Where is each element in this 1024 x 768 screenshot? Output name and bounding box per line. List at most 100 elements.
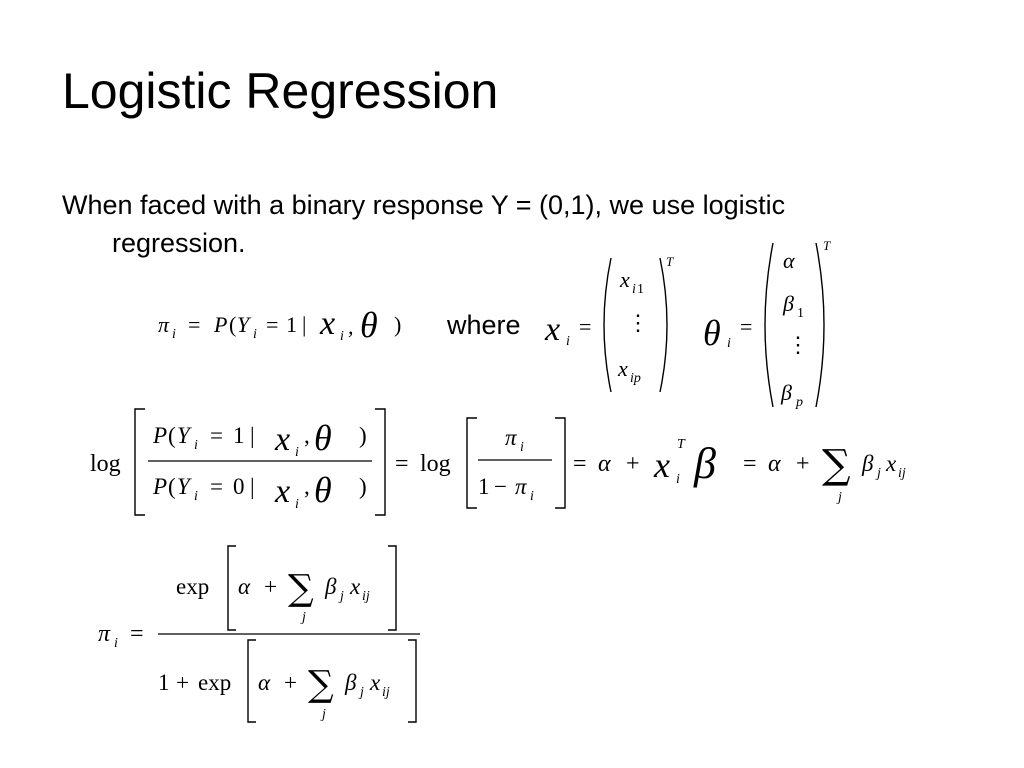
svg-text:j: j [358,685,364,700]
svg-text:θ: θ [314,418,332,458]
svg-text:θ: θ [360,305,378,345]
svg-text:α: α [258,670,271,695]
where-label: where [447,310,521,340]
svg-text:θ: θ [703,313,721,353]
svg-text:j: j [836,490,842,505]
svg-text:+: + [264,574,277,599]
svg-text:π: π [158,312,170,337]
svg-text:α: α [783,248,795,273]
svg-text:α: α [598,451,611,477]
svg-text:P: P [152,474,167,499]
svg-text:i: i [340,329,344,344]
svg-text:1: 1 [286,312,297,337]
svg-text:i: i [566,334,570,349]
svg-text:=: = [395,451,409,477]
svg-text:P: P [152,423,167,448]
svg-text:=: = [210,423,223,448]
svg-text:x: x [653,445,670,485]
svg-text:j: j [320,707,326,722]
svg-text:∑: ∑ [822,442,851,488]
svg-text:i: i [632,282,636,297]
svg-text:T: T [677,437,686,452]
svg-text:β: β [780,380,792,405]
svg-text:p: p [795,395,803,410]
svg-text:1: 1 [637,282,644,297]
svg-text:x: x [369,670,381,695]
svg-text:∑: ∑ [308,664,334,705]
svg-text:i: i [727,336,731,351]
svg-text:=: = [130,621,144,647]
svg-text:i: i [295,445,299,460]
svg-text:+: + [284,670,297,695]
equation-probability-closed-form: π i = exp α + ∑ j β j x ij 1 + exp α + ∑… [98,545,420,723]
svg-text:i: i [194,438,198,453]
svg-text:(: ( [168,423,176,448]
svg-text:,: , [348,314,354,339]
svg-text:x: x [274,421,290,458]
svg-text:i: i [114,636,118,651]
svg-text:θ: θ [314,470,332,510]
svg-text:(: ( [229,312,236,337]
svg-text:−: − [494,474,507,499]
svg-text:+: + [176,670,189,695]
svg-text:i: i [676,472,680,487]
svg-text:1: 1 [158,670,170,695]
svg-text:1: 1 [233,423,245,448]
svg-text:P: P [213,312,227,337]
svg-text:1: 1 [797,306,804,321]
svg-text:Y: Y [237,312,252,337]
svg-text:exp: exp [176,574,209,599]
svg-text:⋮: ⋮ [627,310,649,335]
svg-text:ij: ij [362,589,370,604]
svg-text:i: i [172,327,176,342]
svg-text:): ) [359,474,367,499]
equation-theta-vector: θ i = α β 1 ⋮ β p T [703,238,831,410]
svg-text:ij: ij [382,685,390,700]
svg-text:α: α [238,574,251,599]
svg-text:ip: ip [630,371,641,386]
svg-text:): ) [394,312,401,337]
svg-text:∑: ∑ [288,568,314,609]
svg-text:x: x [319,305,335,342]
svg-text:β: β [861,451,874,476]
svg-text:log: log [90,451,121,477]
svg-text:π: π [515,474,528,499]
equation-log-odds: log P ( Y i = 1 | x i , θ ) P ( Y i = 0 … [90,408,906,516]
svg-text:β: β [344,670,357,695]
svg-text:β: β [693,439,716,488]
svg-text:i: i [530,489,534,504]
svg-text:=: = [740,314,752,339]
svg-text:=: = [188,312,200,337]
svg-text:x: x [617,356,628,381]
svg-text:): ) [359,423,367,448]
svg-text:Y: Y [177,474,192,499]
svg-text:α: α [768,451,781,477]
equation-x-vector: x i = x i 1 ⋮ x ip T [544,254,674,393]
svg-text:j: j [338,589,344,604]
svg-text:π: π [505,425,518,450]
svg-text:j: j [875,466,881,481]
svg-text:ij: ij [898,466,906,481]
svg-text:T: T [823,238,831,253]
svg-text:exp: exp [198,670,231,695]
svg-text:1: 1 [478,474,490,499]
svg-text:i: i [253,327,257,342]
svg-text:=: = [573,451,587,477]
svg-text:i: i [520,440,524,455]
svg-text:=: = [210,474,223,499]
svg-text:|: | [302,312,306,337]
svg-text:x: x [619,267,630,292]
intro-line-2: regression. [112,228,246,258]
svg-text:x: x [544,311,560,348]
svg-text:x: x [349,574,361,599]
svg-text:β: β [324,574,337,599]
svg-text:π: π [98,621,111,647]
svg-text:x: x [274,473,290,510]
svg-text:x: x [885,451,897,476]
svg-text:T: T [666,254,674,269]
intro-line-1: When faced with a binary response Y = (0… [62,190,786,220]
svg-text:|: | [250,423,255,448]
svg-text:j: j [300,610,306,625]
svg-text:Y: Y [177,423,192,448]
